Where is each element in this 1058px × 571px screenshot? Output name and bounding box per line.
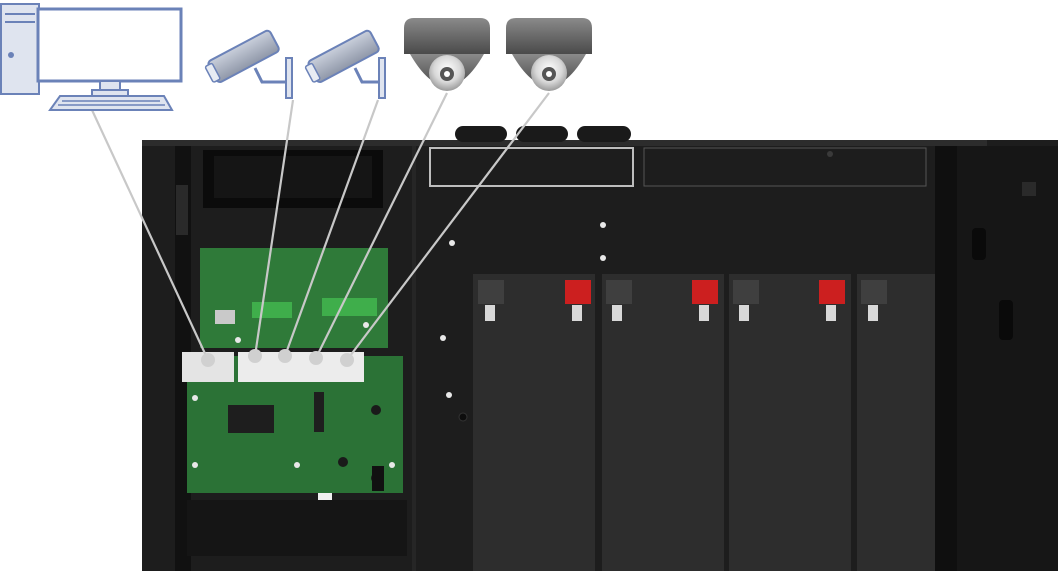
terminal-negative [733, 280, 759, 304]
terminal-negative [478, 280, 504, 304]
connection-line-cam2 [283, 99, 380, 357]
terminal-positive [819, 280, 845, 304]
connection-line-cam4 [346, 92, 550, 361]
door-hinge-strip [935, 146, 957, 571]
cable-gland-3 [577, 126, 631, 142]
door-latch-upper [972, 228, 986, 260]
desktop-computer-icon [0, 3, 183, 111]
battery-2 [602, 274, 724, 571]
connection-lines [91, 92, 550, 361]
power-board [182, 248, 407, 556]
door-marker [1022, 182, 1036, 196]
screw [294, 462, 300, 468]
screw [192, 395, 198, 401]
capacitor [371, 405, 381, 415]
top-compartment-left [429, 147, 634, 187]
bullet-camera-icon [304, 29, 386, 99]
battery-4 [857, 274, 935, 571]
chip [228, 405, 274, 433]
chip [215, 310, 235, 324]
bullet-camera-icon [204, 29, 293, 99]
port-4 [309, 351, 323, 365]
screw [235, 337, 241, 343]
screw [446, 392, 452, 398]
terminal-tab [826, 305, 836, 321]
battery-3 [729, 274, 851, 571]
terminal-negative [861, 280, 887, 304]
terminal-positive [565, 280, 591, 304]
battery-bank [473, 274, 935, 571]
green-terminal-block [322, 298, 377, 316]
terminal-positive [692, 280, 718, 304]
capacitor [338, 457, 348, 467]
terminal-tab [739, 305, 749, 321]
terminal-tab [699, 305, 709, 321]
port-2 [248, 349, 262, 363]
terminal-tab [868, 305, 878, 321]
rail-bracket [176, 185, 188, 235]
port-5 [340, 353, 354, 367]
dome-camera-icon [404, 18, 490, 91]
terminal-tab [572, 305, 582, 321]
cable-gland-1 [455, 126, 507, 142]
screw [827, 151, 833, 157]
ports [201, 349, 354, 367]
screw [192, 462, 198, 468]
enclosure-top-edge [142, 140, 987, 146]
connection-line-cam1 [253, 99, 295, 357]
screw [600, 222, 606, 228]
screw [363, 322, 369, 328]
terminal-tab [485, 305, 495, 321]
cable-gland-2 [516, 126, 568, 142]
screw [449, 240, 455, 246]
top-compartment-right [643, 147, 927, 187]
connection-line-cam3 [315, 92, 448, 359]
bottom-bracket [187, 500, 407, 556]
battery-1 [473, 274, 595, 571]
screw [389, 462, 395, 468]
pc-keyboard [48, 95, 174, 111]
green-terminal-block [252, 302, 292, 318]
door-latch-lower [999, 300, 1013, 340]
screw [440, 335, 446, 341]
port-1 [201, 353, 215, 367]
fuse-holder [372, 466, 384, 491]
chip [314, 392, 324, 432]
connection-line-pc [91, 109, 209, 361]
inner-divider [412, 146, 416, 571]
pc-tower [0, 3, 40, 95]
terminal-tab [612, 305, 622, 321]
port-3 [278, 349, 292, 363]
dome-camera-icon [506, 18, 592, 91]
fan-grille [214, 156, 372, 198]
screw [600, 255, 606, 261]
terminal-negative [606, 280, 632, 304]
pc-monitor [36, 7, 183, 83]
screw [458, 412, 468, 422]
